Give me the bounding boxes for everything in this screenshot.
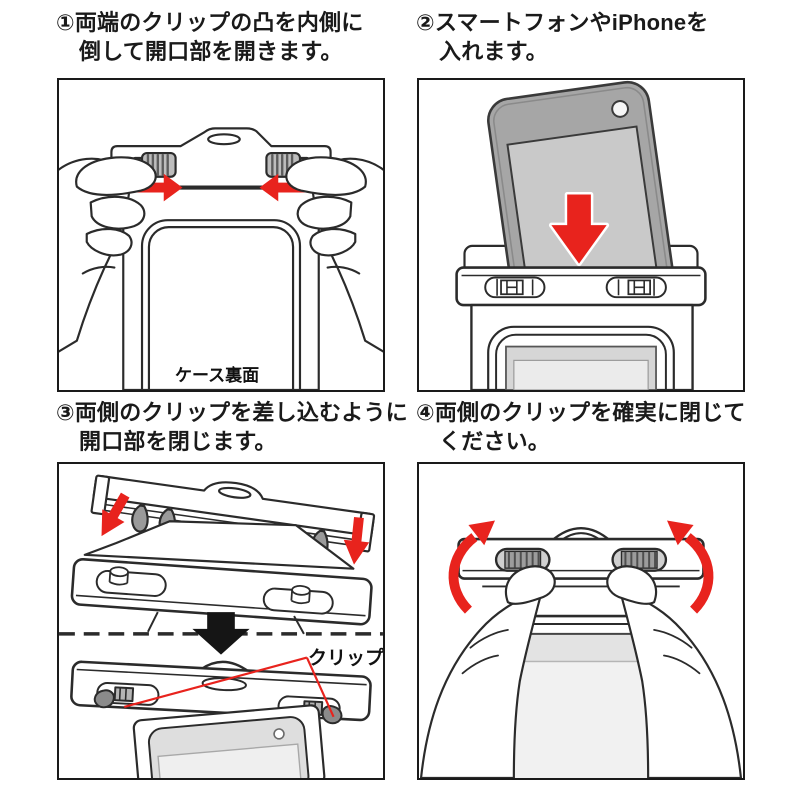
step2-line2: 入れます。 xyxy=(439,39,548,64)
step2-panel xyxy=(417,78,745,392)
step1-panel: ケース裏面 xyxy=(57,78,385,392)
case-front-bar xyxy=(70,558,373,626)
strap-hole xyxy=(207,133,241,146)
inward-arrow-right-icon xyxy=(259,173,306,202)
inward-arrow-left-icon xyxy=(136,173,183,202)
step4-title: ④両側のクリップを確実に閉じて ください。 xyxy=(416,398,746,456)
press-arrow-right-icon xyxy=(343,516,370,565)
step2-title: ②スマートフォンやiPhoneを 入れます。 xyxy=(416,8,709,66)
step4-panel xyxy=(417,462,745,780)
step1-illustration xyxy=(59,127,383,390)
rotate-arrow-right-icon xyxy=(666,520,714,614)
step3-number: ③ xyxy=(56,400,75,425)
step2-illustration xyxy=(455,80,707,390)
phone-bottom xyxy=(132,704,326,778)
step2-line1: スマートフォンやiPhoneを xyxy=(434,10,709,35)
case-window-inner xyxy=(495,333,667,390)
phone-screen xyxy=(505,660,657,778)
phone-camera-icon xyxy=(611,100,629,118)
step3-line1: 両側のクリップを差し込むように xyxy=(74,400,408,425)
step3-line2: 開口部を閉じます。 xyxy=(79,429,277,454)
case-window-outer xyxy=(487,325,675,390)
case-window-outer xyxy=(140,219,302,390)
rotate-arrow-left-icon xyxy=(448,520,496,614)
case-body xyxy=(122,187,320,390)
hand-left xyxy=(419,565,556,778)
case-window-inner xyxy=(147,226,295,390)
ribbed-clip-right-icon xyxy=(611,547,668,572)
step3-title: ③両側のクリップを差し込むように 開口部を閉じます。 xyxy=(56,398,408,456)
clip-slot-left xyxy=(484,276,546,299)
next-stage-arrow-icon xyxy=(192,612,250,655)
step1-title: ①両端のクリップの凸を内側に 倒して開口部を開きます。 xyxy=(56,8,363,66)
step1-line2: 倒して開口部を開きます。 xyxy=(79,39,343,64)
insert-down-arrow-icon xyxy=(548,192,610,267)
clip-slot-right xyxy=(605,276,667,299)
step3-panel: クリップ xyxy=(57,462,385,780)
step4-line1: 両側のクリップを確実に閉じて xyxy=(434,400,746,425)
step2-number: ② xyxy=(416,10,435,35)
step4-line2: ください。 xyxy=(439,429,551,454)
hand-left xyxy=(59,156,157,353)
press-arrow-left-icon xyxy=(101,492,130,537)
clip-label: クリップ xyxy=(308,648,385,669)
step1-number: ① xyxy=(56,10,75,35)
clip-pointer-lines xyxy=(123,656,335,718)
step1-line1: 両端のクリップの凸を内側に xyxy=(74,10,364,35)
step3-illustration xyxy=(59,474,383,778)
closed-clip-left xyxy=(93,686,135,709)
case-back-label: ケース裏面 xyxy=(175,366,260,385)
step4-illustration xyxy=(419,520,743,778)
case-mouth xyxy=(83,520,355,570)
step4-number: ④ xyxy=(416,400,435,425)
